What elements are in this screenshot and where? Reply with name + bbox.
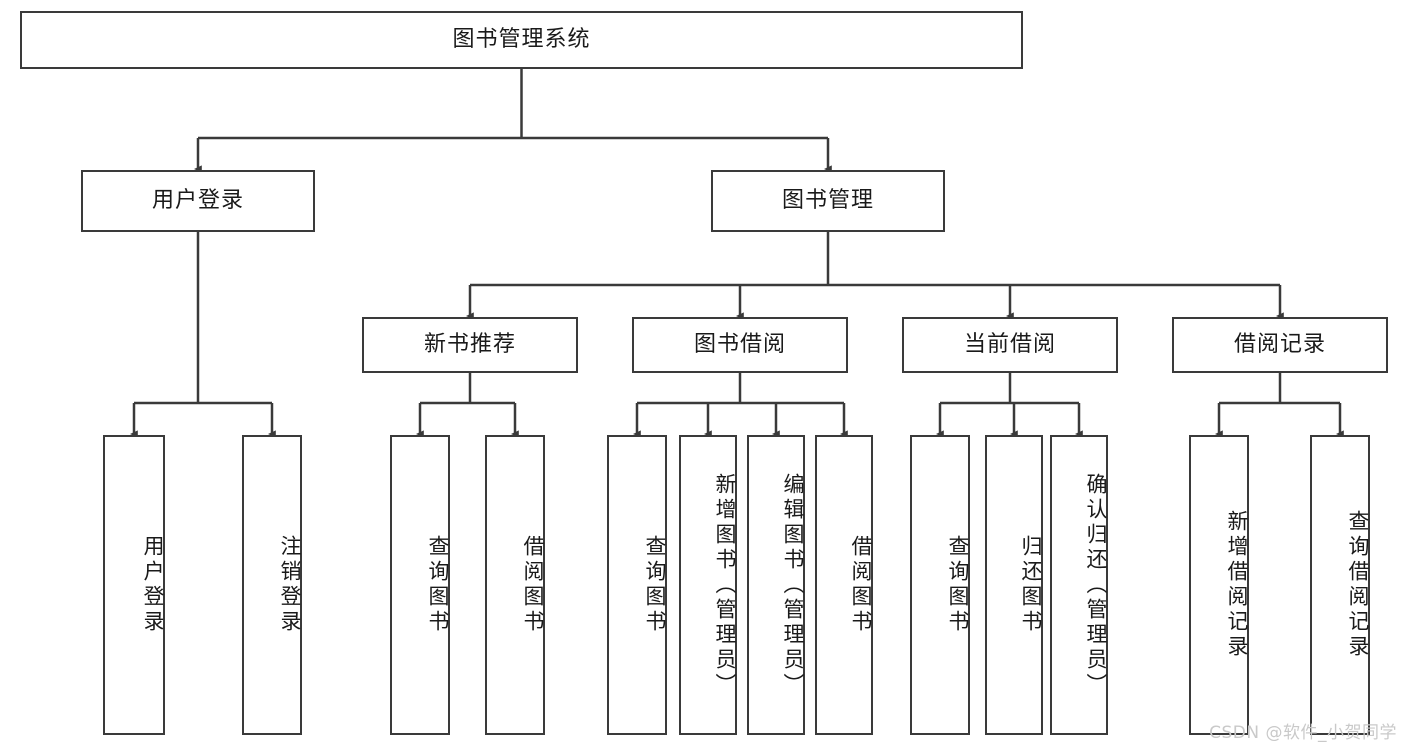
node-label: 图书借阅 <box>693 331 786 357</box>
node-newbook[interactable]: 新书推荐 <box>362 317 578 373</box>
node-leaf-query-record[interactable]: 查询借阅记录 <box>1310 435 1370 735</box>
node-current[interactable]: 当前借阅 <box>902 317 1118 373</box>
node-label: 新书推荐 <box>423 331 516 357</box>
node-label: 新增借阅记录 <box>1225 510 1249 660</box>
node-label: 查询图书 <box>643 535 667 635</box>
node-leaf-query-book-1[interactable]: 查询图书 <box>390 435 450 735</box>
node-leaf-return-book[interactable]: 归还图书 <box>985 435 1043 735</box>
watermark-label: CSDN @软件_小贺同学 <box>1209 723 1397 743</box>
node-login[interactable]: 用户登录 <box>81 170 315 232</box>
node-bookmgmt[interactable]: 图书管理 <box>711 170 945 232</box>
node-records[interactable]: 借阅记录 <box>1172 317 1388 373</box>
node-label: 查询借阅记录 <box>1346 510 1370 660</box>
node-label: 图书管理系统 <box>452 26 591 52</box>
node-label: 图书管理 <box>781 187 874 213</box>
node-label: 用户登录 <box>141 535 165 635</box>
node-label: 借阅记录 <box>1233 331 1326 357</box>
node-leaf-borrow-book-2[interactable]: 借阅图书 <box>815 435 873 735</box>
node-root[interactable]: 图书管理系统 <box>20 11 1023 69</box>
node-label: 查询图书 <box>946 535 970 635</box>
node-leaf-confirm-return[interactable]: 确认归还（管理员） <box>1050 435 1108 735</box>
node-label: 新增图书（管理员） <box>713 472 737 698</box>
node-leaf-user-login[interactable]: 用户登录 <box>103 435 165 735</box>
node-leaf-edit-book[interactable]: 编辑图书（管理员） <box>747 435 805 735</box>
node-label: 查询图书 <box>426 535 450 635</box>
node-label: 注销登录 <box>278 535 302 635</box>
node-leaf-query-book-2[interactable]: 查询图书 <box>607 435 667 735</box>
node-label: 借阅图书 <box>521 535 545 635</box>
node-label: 用户登录 <box>151 187 244 213</box>
node-leaf-add-book[interactable]: 新增图书（管理员） <box>679 435 737 735</box>
node-label: 借阅图书 <box>849 535 873 635</box>
node-leaf-query-book-3[interactable]: 查询图书 <box>910 435 970 735</box>
node-label: 当前借阅 <box>963 331 1056 357</box>
node-borrow[interactable]: 图书借阅 <box>632 317 848 373</box>
node-leaf-borrow-book-1[interactable]: 借阅图书 <box>485 435 545 735</box>
node-leaf-add-record[interactable]: 新增借阅记录 <box>1189 435 1249 735</box>
node-leaf-user-logout[interactable]: 注销登录 <box>242 435 302 735</box>
node-label: 归还图书 <box>1019 535 1043 635</box>
node-label: 确认归还（管理员） <box>1084 472 1108 698</box>
node-label: 编辑图书（管理员） <box>781 472 805 698</box>
